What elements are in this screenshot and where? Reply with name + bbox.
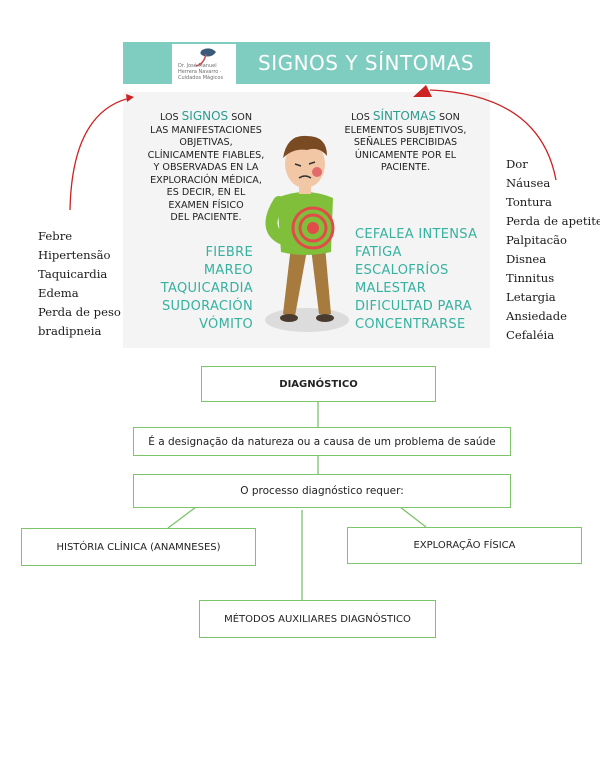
signos-example: FIEBRE [205, 245, 253, 260]
sintomas-line: ÚNICAMENTE POR EL [354, 149, 457, 161]
signos-examples: FIEBRE MAREO TAQUICARDIA SUDORACIÓN VÓMI… [150, 244, 253, 334]
sintomas-example: FATIGA [355, 245, 402, 260]
list-item: Letargia [506, 290, 556, 304]
signos-example: MAREO [203, 263, 253, 278]
list-item: Dor [506, 157, 528, 171]
list-item: Hipertensão [38, 248, 111, 262]
signos-line: ES DECIR, EN EL [166, 187, 246, 198]
signos-line: DEL PACIENTE. [170, 212, 242, 223]
sintomas-line: PACIENTE. [380, 162, 431, 173]
sintomas-example: CONCENTRARSE [355, 317, 466, 332]
historia-clinica-label: HISTÓRIA CLÍNICA (ANAMNESES) [56, 541, 221, 553]
list-item: Palpitacão [506, 233, 567, 247]
sintomas-definition: LOS SÍNTOMAS SON ELEMENTOS SUBJETIVOS, S… [338, 110, 473, 175]
logo-mark-icon [195, 48, 216, 67]
signos-list-pt: Febre Hipertensão Taquicardia Edema Perd… [38, 227, 121, 341]
sintomas-line: ELEMENTOS SUBJETIVOS, [344, 124, 467, 136]
sintomas-heading: LOS SÍNTOMAS SON [351, 109, 460, 123]
list-item: Cefaléia [506, 328, 555, 342]
requires-box: O processo diagnóstico requer: [133, 474, 511, 508]
logo-text: Dr. José Manuel Herrera Navarro · Cuidad… [178, 63, 224, 81]
metodos-auxiliares-label: MÉTODOS AUXILIARES DIAGNÓSTICO [224, 613, 411, 625]
list-item: Taquicardia [38, 267, 108, 281]
list-item: Perda de peso [38, 305, 121, 319]
signos-definition: LOS SIGNOS SON LAS MANIFESTACIONES OBJET… [140, 110, 272, 225]
metodos-auxiliares-box: MÉTODOS AUXILIARES DIAGNÓSTICO [199, 600, 436, 638]
list-item: Tinnitus [506, 271, 555, 285]
sick-person-illustration [265, 135, 349, 332]
historia-clinica-box: HISTÓRIA CLÍNICA (ANAMNESES) [21, 528, 256, 566]
list-item: Tontura [506, 195, 552, 209]
right-arrow-head-icon [413, 85, 432, 97]
diagnostico-box: DIAGNÓSTICO [201, 366, 436, 402]
sintomas-example: ESCALOFRÍOS [355, 263, 449, 278]
signos-line: Y OBSERVADAS EN LA [153, 162, 259, 173]
exploracao-fisica-label: EXPLORAÇÃO FÍSICA [413, 540, 516, 551]
sintomas-line: SEÑALES PERCIBIDAS [353, 137, 458, 148]
list-item: Náusea [506, 176, 551, 190]
list-item: Perda de apetite [506, 214, 600, 228]
exploracao-fisica-box: EXPLORAÇÃO FÍSICA [347, 527, 582, 564]
requires-label: O processo diagnóstico requer: [240, 485, 404, 497]
left-arrow-head-icon [126, 94, 134, 102]
signos-example: SUDORACIÓN [161, 299, 253, 314]
list-item: Disnea [506, 252, 547, 266]
diagnostico-label: DIAGNÓSTICO [279, 378, 358, 390]
definition-label: É a designação da natureza ou a causa de… [148, 435, 496, 448]
signos-example: TAQUICARDIA [160, 281, 253, 296]
sintomas-example: MALESTAR [355, 281, 427, 296]
list-item: Edema [38, 286, 79, 300]
logo: Dr. José Manuel Herrera Navarro · Cuidad… [172, 44, 236, 84]
list-item: Febre [38, 229, 73, 243]
list-item: bradipneia [38, 324, 102, 338]
sintomas-example: DIFICULTAD PARA [355, 299, 472, 314]
signos-heading: LOS SIGNOS SON [159, 109, 253, 123]
signos-line: EXAMEN FÍSICO [168, 199, 244, 211]
signos-example: VÓMITO [199, 317, 253, 332]
signos-line: CLÍNICAMENTE FIABLES, [147, 149, 265, 161]
right-red-arrow [429, 89, 557, 181]
signos-line: LAS MANIFESTACIONES [150, 124, 262, 136]
sintomas-example: CEFALEA INTENSA [355, 227, 478, 242]
signos-line: EXPLORACIÓN MÉDICA, [150, 174, 262, 186]
page-title: SIGNOS Y SÍNTOMAS [258, 51, 475, 75]
left-red-arrow [69, 97, 131, 211]
sintomas-list-pt: Dor Náusea Tontura Perda de apetite Palp… [506, 155, 600, 345]
signos-line: OBJETIVAS, [179, 137, 233, 148]
sintomas-examples: CEFALEA INTENSA FATIGA ESCALOFRÍOS MALES… [355, 226, 490, 334]
definition-box: É a designação da natureza ou a causa de… [133, 427, 511, 456]
list-item: Ansiedade [506, 309, 567, 323]
